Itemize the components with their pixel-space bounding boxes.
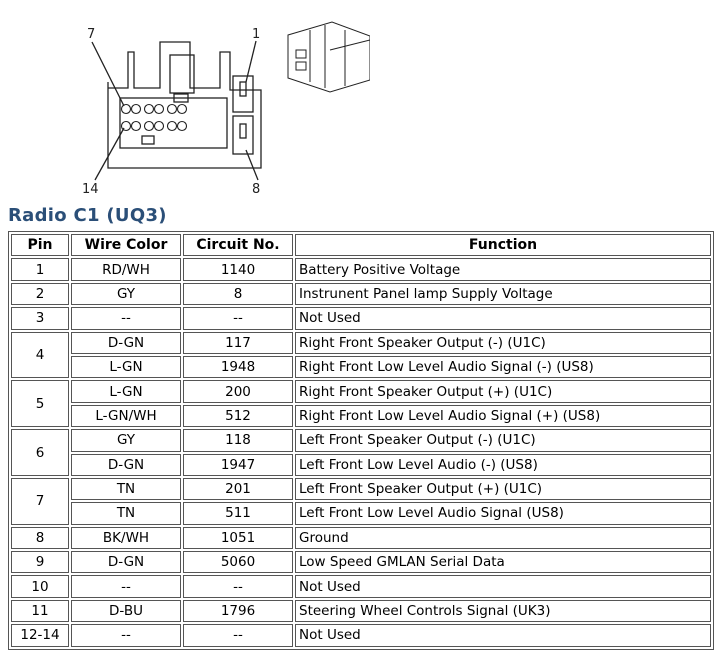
circuit-cell: 1051 <box>183 526 293 550</box>
function-cell: Left Front Low Level Audio Signal (US8) <box>295 502 711 525</box>
function-cell: Battery Positive Voltage <box>295 258 711 281</box>
function-cell: Left Front Speaker Output (-) (U1C) <box>295 429 711 452</box>
function-cell: Right Front Speaker Output (+) (U1C) <box>295 380 711 403</box>
function-cell: Not Used <box>295 307 711 330</box>
wire-color-cell: RD/WH <box>71 258 181 281</box>
table-header-row: Pin Wire Color Circuit No. Function <box>11 234 711 257</box>
function-cell: Ground <box>295 526 711 550</box>
connector-isometric-view <box>287 21 370 93</box>
wire-color-cell: L-GN <box>71 355 181 379</box>
connector-front-view <box>91 40 262 181</box>
function-cell: Left Front Speaker Output (+) (U1C) <box>295 477 711 501</box>
circuit-cell: 117 <box>183 331 293 354</box>
function-cell: Not Used <box>295 575 711 598</box>
circuit-cell: 201 <box>183 477 293 501</box>
pin-cell: 11 <box>11 599 69 623</box>
pin-cell: 10 <box>11 575 69 598</box>
circuit-cell: 511 <box>183 502 293 525</box>
wire-color-cell: D-GN <box>71 331 181 354</box>
circuit-cell: 1140 <box>183 258 293 281</box>
circuit-cell: 118 <box>183 429 293 452</box>
circuit-cell: -- <box>183 307 293 330</box>
header-circuit-no: Circuit No. <box>183 234 293 257</box>
circuit-cell: 200 <box>183 380 293 403</box>
wire-color-cell: -- <box>71 307 181 330</box>
pin-cell: 2 <box>11 282 69 306</box>
function-cell: Instrunent Panel lamp Supply Voltage <box>295 282 711 306</box>
function-cell: Right Front Low Level Audio Signal (+) (… <box>295 404 711 428</box>
pin-label-14: 14 <box>82 182 99 197</box>
pin-cell: 1 <box>11 258 69 281</box>
pin-label-8: 8 <box>252 182 260 197</box>
function-cell: Not Used <box>295 624 711 647</box>
pin-cell: 9 <box>11 551 69 574</box>
function-cell: Low Speed GMLAN Serial Data <box>295 551 711 574</box>
connector-diagram: 7 1 14 8 <box>82 21 370 197</box>
function-cell: Right Front Speaker Output (-) (U1C) <box>295 331 711 354</box>
pin-cell: 5 <box>11 380 69 428</box>
table-row: 12-14----Not Used <box>11 624 711 647</box>
wire-color-cell: BK/WH <box>71 526 181 550</box>
pin-label-1: 1 <box>252 27 260 42</box>
circuit-cell: 5060 <box>183 551 293 574</box>
connector-title: Radio C1 (UQ3) <box>8 205 167 226</box>
wire-color-cell: -- <box>71 624 181 647</box>
pin-cell: 12-14 <box>11 624 69 647</box>
wire-color-cell: L-GN <box>71 380 181 403</box>
wire-color-cell: GY <box>71 429 181 452</box>
circuit-cell: 8 <box>183 282 293 306</box>
pin-label-7: 7 <box>87 27 95 42</box>
table-row: 3----Not Used <box>11 307 711 330</box>
wire-color-cell: D-BU <box>71 599 181 623</box>
wire-color-cell: L-GN/WH <box>71 404 181 428</box>
pin-cell: 4 <box>11 331 69 379</box>
wire-color-cell: D-GN <box>71 551 181 574</box>
pin-cell: 3 <box>11 307 69 330</box>
circuit-cell: 512 <box>183 404 293 428</box>
function-cell: Right Front Low Level Audio Signal (-) (… <box>295 355 711 379</box>
pin-cell: 6 <box>11 429 69 476</box>
header-wire-color: Wire Color <box>71 234 181 257</box>
function-cell: Steering Wheel Controls Signal (UK3) <box>295 599 711 623</box>
pin-cell: 8 <box>11 526 69 550</box>
wire-color-cell: TN <box>71 477 181 501</box>
header-pin: Pin <box>11 234 69 257</box>
header-function: Function <box>295 234 711 257</box>
table-row: 10----Not Used <box>11 575 711 598</box>
function-cell: Left Front Low Level Audio (-) (US8) <box>295 453 711 476</box>
circuit-cell: -- <box>183 575 293 598</box>
wire-color-cell: GY <box>71 282 181 306</box>
wire-color-cell: TN <box>71 502 181 525</box>
circuit-cell: -- <box>183 624 293 647</box>
circuit-cell: 1948 <box>183 355 293 379</box>
circuit-cell: 1947 <box>183 453 293 476</box>
wire-color-cell: D-GN <box>71 453 181 476</box>
pin-cell: 7 <box>11 477 69 525</box>
wire-color-cell: -- <box>71 575 181 598</box>
circuit-cell: 1796 <box>183 599 293 623</box>
